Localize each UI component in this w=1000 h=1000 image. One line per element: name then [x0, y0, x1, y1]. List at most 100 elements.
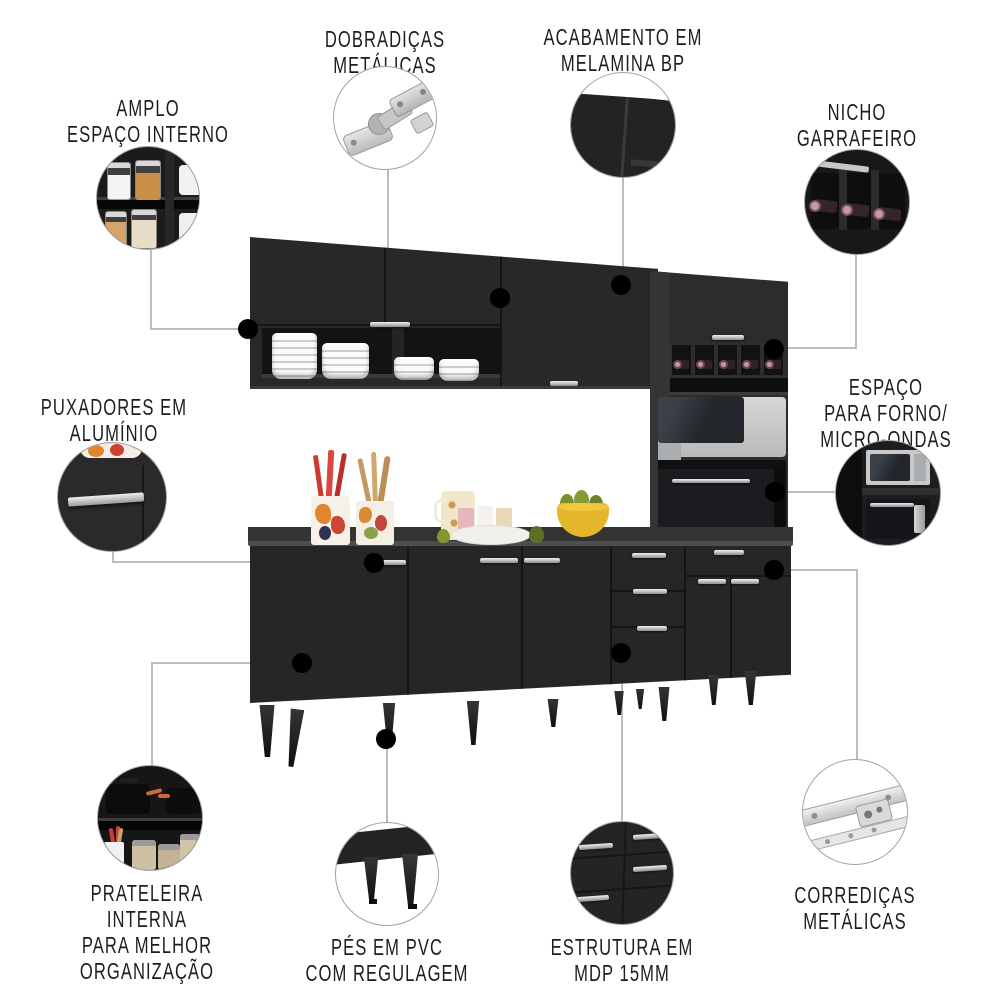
wooden-spoons	[357, 451, 396, 505]
door-gap	[610, 546, 612, 703]
feature-dot	[376, 729, 396, 749]
drawer-handle	[714, 550, 744, 555]
door-handle	[524, 558, 560, 563]
tower-cabinet	[650, 271, 788, 541]
callout-label-acabamento: ACABAMENTO EM MELAMINA BP	[543, 24, 703, 76]
connector-line	[775, 569, 858, 571]
drawer-handle	[632, 553, 666, 558]
bowl-stack	[439, 359, 479, 381]
wine-bottle-icon	[765, 360, 774, 369]
dobradicas-circle metal-hinge-icon	[333, 66, 437, 170]
connector-line	[112, 550, 114, 563]
connector-line	[150, 250, 152, 330]
door-handle	[370, 322, 410, 327]
callout-label-prateleira: PRATELEIRA INTERNA PARA MELHOR ORGANIZAÇ…	[79, 880, 215, 984]
countertop-edge	[248, 541, 793, 546]
connector-line	[856, 569, 858, 761]
nicho-circle bottle-niche-photo	[804, 149, 910, 255]
cup-small	[477, 506, 493, 530]
plate-stack	[322, 343, 369, 379]
cabinet-leg	[658, 687, 670, 721]
feature-dot	[764, 560, 784, 580]
door-gap	[730, 577, 732, 703]
bottle-slot	[672, 345, 691, 375]
connector-line	[112, 561, 375, 563]
connector-line	[621, 653, 623, 822]
bowl-stack	[394, 357, 434, 380]
door-gap	[521, 546, 523, 703]
oven	[658, 469, 774, 529]
drawer-handle	[633, 589, 667, 594]
pear-icon	[529, 526, 544, 543]
connector-line	[855, 255, 857, 349]
wine-bottle-icon	[673, 360, 682, 369]
drawer-handle	[637, 626, 667, 631]
cabinet-leg	[547, 699, 559, 727]
oven-niche	[658, 469, 786, 541]
feature-dot	[765, 482, 785, 502]
drawer-divider	[684, 575, 791, 577]
connector-line	[387, 170, 389, 297]
feature-dot	[490, 288, 510, 308]
feature-dot	[292, 653, 312, 673]
door-handle	[480, 558, 518, 563]
shelf-edge	[670, 392, 788, 395]
connector-line	[151, 662, 153, 766]
callout-label-amplo: AMPLO ESPAÇO INTERNO	[66, 95, 230, 147]
cabinet-leg	[708, 675, 719, 705]
cabinet-leg	[614, 691, 624, 715]
wine-bottle-icon	[719, 360, 728, 369]
callout-label-pes: PÉS EM PVC COM REGULAGEM	[305, 934, 469, 986]
callout-label-estrutura: ESTRUTURA EM MDP 15MM	[550, 934, 694, 986]
bottle-slot	[741, 345, 760, 375]
plate-stack	[272, 333, 317, 379]
bottle-slot	[718, 345, 737, 375]
door-handle	[698, 579, 726, 584]
base-body	[250, 546, 791, 703]
connector-line	[775, 347, 857, 349]
wine-bottle-icon	[742, 360, 751, 369]
cup-small	[458, 508, 474, 530]
feature-dot	[611, 643, 631, 663]
base-cabinet	[248, 527, 793, 767]
cabinet-leg	[744, 671, 757, 705]
utensil-cup	[311, 496, 350, 545]
cabinet-bottom-edge	[250, 386, 658, 389]
amplo-circle jars-shelf-photo	[96, 146, 200, 250]
door-gap	[684, 546, 686, 703]
utensil-cup	[356, 501, 394, 545]
callout-label-puxadores: PUXADORES EM ALUMÍNIO	[40, 394, 188, 446]
door-handle	[378, 560, 406, 565]
bottle-slot	[695, 345, 714, 375]
red-utensils	[312, 449, 352, 501]
pear-icon	[437, 529, 450, 543]
serving-tray	[451, 525, 531, 545]
connector-line	[776, 491, 836, 493]
tower-gap	[658, 460, 786, 469]
pear-icon	[574, 490, 589, 507]
connector-line	[150, 328, 250, 330]
acabamento-circle melamine-corner-photo	[570, 72, 676, 178]
feature-dot	[611, 275, 631, 295]
feature-dot	[238, 319, 258, 339]
cabinet-leg	[635, 689, 645, 709]
rack-under-gap	[670, 378, 788, 394]
pes-circle pvc-feet-photo	[335, 822, 439, 926]
prateleira-circle internal-shelf-photo	[97, 765, 203, 871]
door-gap	[384, 237, 386, 325]
forno-circle oven-microwave-photo	[835, 440, 941, 546]
corredicas-circle metal-slide-icon	[802, 759, 908, 865]
connector-line	[386, 739, 388, 823]
door-gap	[500, 237, 502, 389]
door-handle	[712, 335, 744, 340]
feature-dot	[364, 553, 384, 573]
callout-label-corredicas: CORREDIÇAS METÁLICAS	[794, 882, 916, 934]
estrutura-circle mdp-structure-photo	[570, 821, 674, 925]
connector-line	[151, 662, 303, 664]
connector-line	[622, 178, 624, 286]
shelf-lip	[262, 374, 500, 378]
feature-dot	[764, 339, 784, 359]
microwave-window	[658, 397, 744, 443]
callout-label-nicho: NICHO GARRAFEIRO	[796, 99, 918, 151]
